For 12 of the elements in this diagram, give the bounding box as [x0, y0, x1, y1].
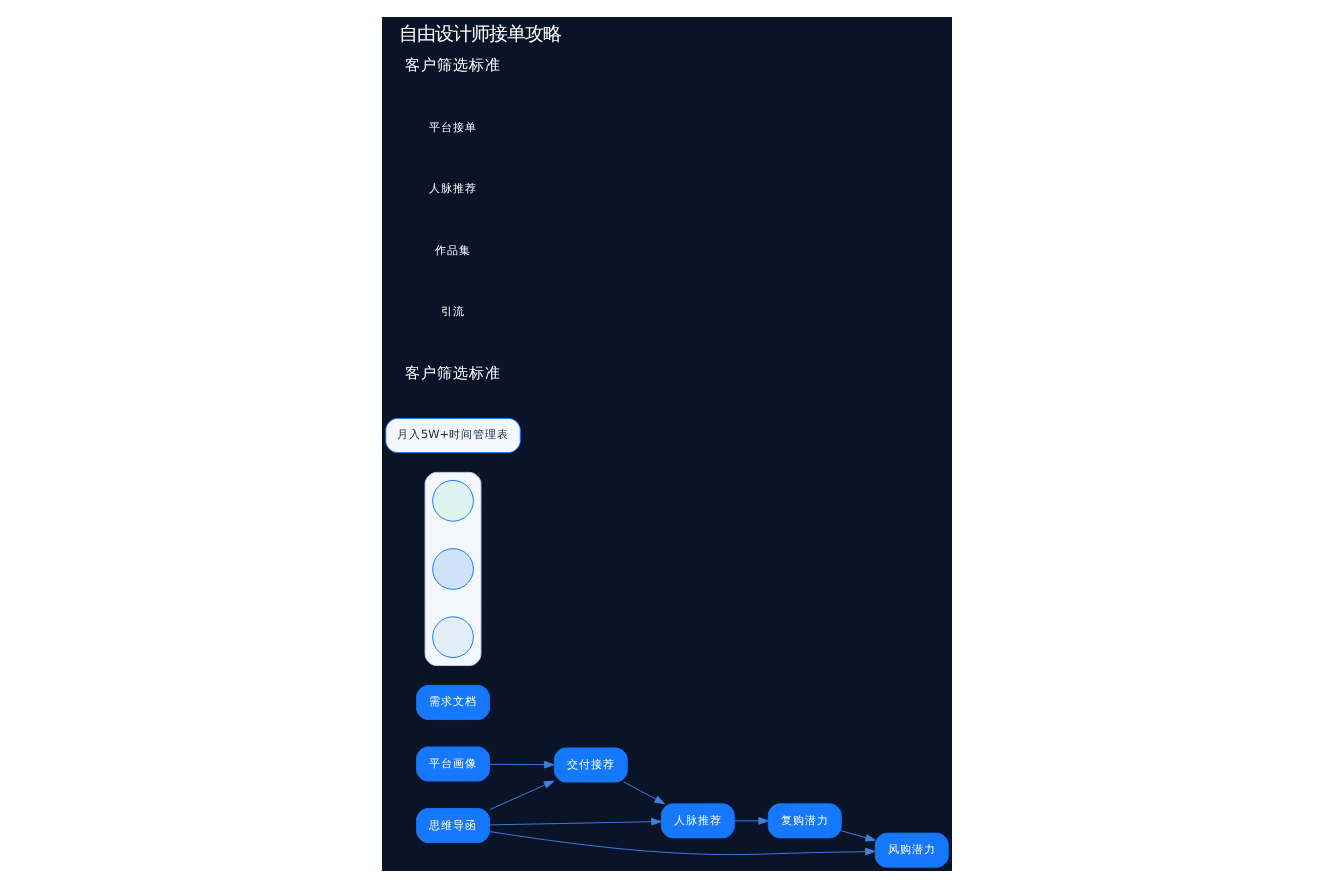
- cluster: [423, 471, 481, 667]
- arrow: [488, 817, 661, 826]
- arrow: [732, 817, 768, 825]
- node-circle: [431, 616, 473, 658]
- arrow: [488, 760, 554, 769]
- node-circle: [431, 548, 473, 590]
- node-circle: [431, 479, 473, 522]
- arrow: [622, 781, 665, 805]
- arrow: [488, 831, 875, 856]
- arrow: [488, 780, 554, 811]
- arrow: [839, 830, 875, 842]
- diagram-title: 自由设计师接单攻略: [398, 23, 560, 46]
